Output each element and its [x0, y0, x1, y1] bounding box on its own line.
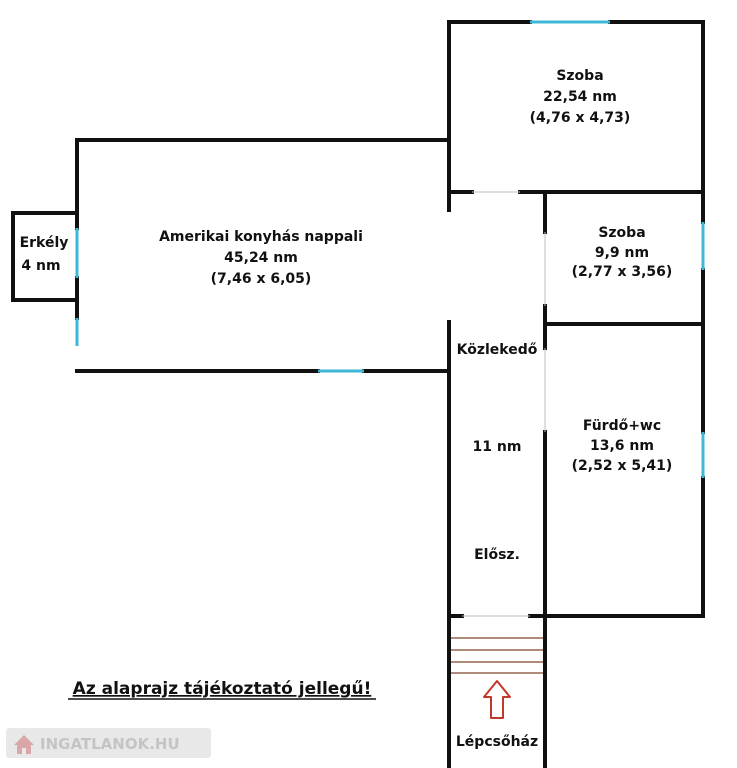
walls — [11, 20, 705, 768]
room-dims: (2,77 x 3,56) — [572, 264, 673, 280]
doors — [462, 191, 546, 617]
room-area: 9,9 nm — [595, 245, 649, 261]
room-furdo-label: Fürdő+wc 13,6 nm (2,52 x 5,41) — [572, 418, 673, 474]
room-name: Amerikai konyhás nappali — [159, 229, 363, 245]
room-area: 22,54 nm — [543, 89, 617, 105]
room-name: Szoba — [556, 68, 603, 84]
room-lepcsohaz-label: Lépcsőház — [456, 734, 538, 750]
room-name: Fürdő+wc — [583, 418, 661, 434]
room-name: Erkély — [20, 235, 69, 251]
room-nappali-label: Amerikai konyhás nappali 45,24 nm (7,46 … — [159, 229, 363, 287]
watermark-text: INGATLANOK.HU — [40, 735, 180, 753]
room-area: 13,6 nm — [590, 438, 654, 454]
room-area: 4 nm — [21, 258, 60, 274]
room-dims: (2,52 x 5,41) — [572, 458, 673, 474]
room-eloszoba: Elősz. — [474, 547, 520, 563]
room-kozlekedo-label: Közlekedő 11 nm Elősz. — [457, 342, 538, 563]
house-icon — [14, 735, 34, 754]
watermark-bg — [6, 728, 211, 758]
room-area: 45,24 nm — [224, 250, 298, 266]
room-name: Közlekedő — [457, 342, 538, 358]
room-szoba1-label: Szoba 22,54 nm (4,76 x 4,73) — [530, 68, 631, 126]
watermark-logo: INGATLANOK.HU — [6, 728, 211, 758]
disclaimer-note: Az alaprajz tájékoztató jellegű! — [73, 679, 372, 699]
room-name: Szoba — [598, 225, 645, 241]
stairs — [451, 637, 543, 674]
room-dims: (4,76 x 4,73) — [530, 110, 631, 126]
room-szoba2-label: Szoba 9,9 nm (2,77 x 3,56) — [572, 225, 673, 280]
arrow-up-icon — [483, 680, 511, 719]
windows — [75, 20, 705, 478]
room-area: 11 nm — [473, 439, 522, 455]
room-dims: (7,46 x 6,05) — [211, 271, 312, 287]
wall-erkely — [11, 211, 79, 302]
room-erkely-label: Erkély 4 nm — [20, 235, 69, 274]
